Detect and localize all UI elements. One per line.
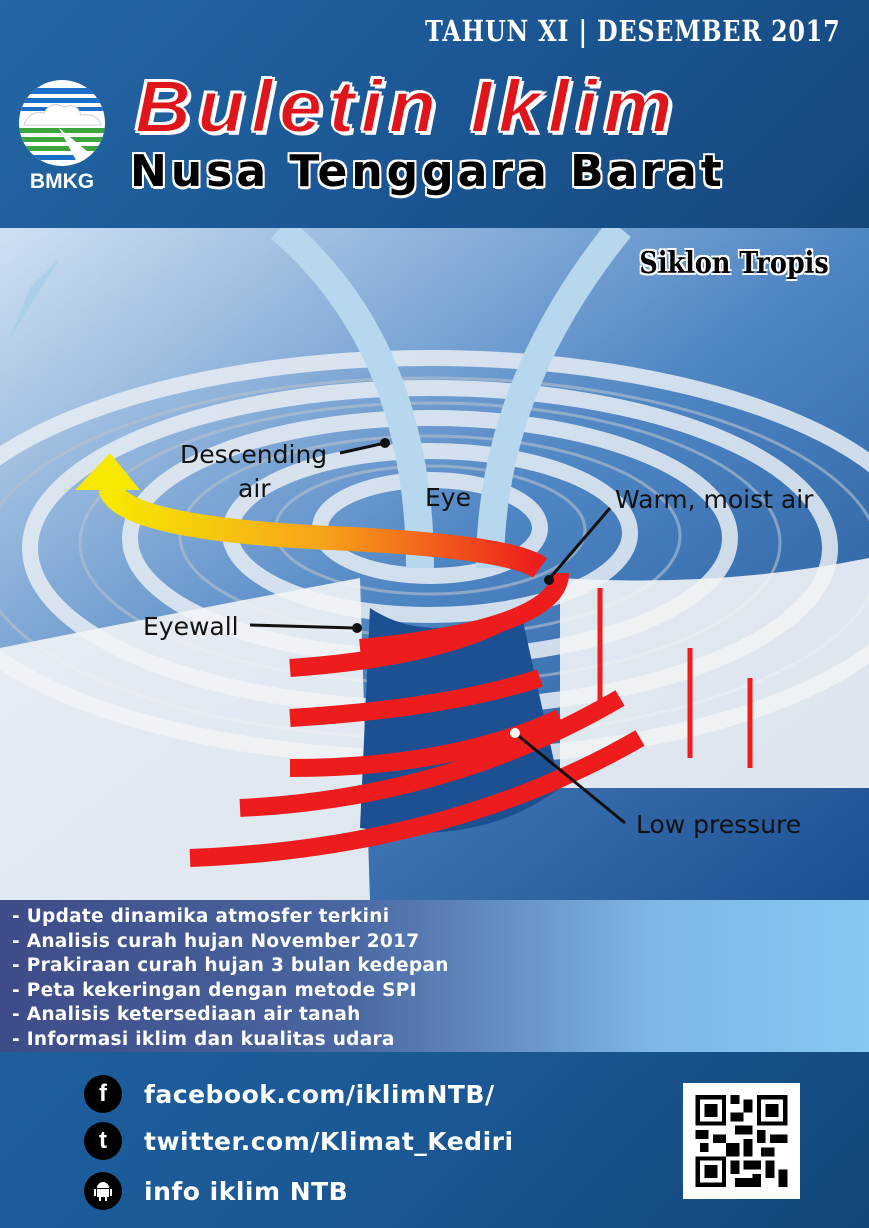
contents-item: - Update dinamika atmosfer terkini — [12, 906, 390, 927]
facebook-url[interactable]: facebook.com/iklimNTB/ — [144, 1079, 495, 1109]
facebook-link[interactable]: f facebook.com/iklimNTB/ — [84, 1075, 495, 1113]
label-eye: Eye — [425, 483, 471, 512]
header: TAHUN XI | DESEMBER 2017 BMKG Buletin Ik… — [0, 0, 869, 228]
facebook-icon: f — [84, 1075, 122, 1113]
logo-text: BMKG — [29, 170, 95, 193]
app-name[interactable]: info iklim NTB — [144, 1176, 349, 1206]
contents-item: - Analisis ketersediaan air tanah — [12, 1004, 361, 1025]
label-descending-air: Descending — [180, 440, 328, 469]
qr-code[interactable] — [683, 1083, 800, 1199]
bulletin-subtitle: Nusa Tenggara Barat — [130, 146, 726, 197]
contents-list: - Update dinamika atmosfer terkini - Ana… — [0, 900, 869, 1052]
contents-item: - Prakiraan curah hujan 3 bulan kedepan — [12, 955, 449, 976]
label-descending-air-2: air — [238, 474, 271, 503]
android-icon — [84, 1172, 122, 1210]
contents-item: - Analisis curah hujan November 2017 — [12, 930, 420, 952]
label-eyewall: Eyewall — [143, 612, 239, 641]
twitter-icon: t — [84, 1122, 122, 1160]
edition-label: TAHUN XI | DESEMBER 2017 — [425, 14, 841, 48]
contents-item: - Informasi iklim dan kualitas udara — [12, 1028, 395, 1050]
bmkg-logo: BMKG — [16, 80, 108, 196]
contents-item: - Peta kekeringan dengan metode SPI — [12, 979, 417, 1001]
topic-title: Siklon Tropis — [639, 246, 829, 281]
cyclone-diagram — [0, 228, 869, 900]
android-app-link[interactable]: info iklim NTB — [84, 1172, 348, 1210]
twitter-url[interactable]: twitter.com/Klimat_Kediri — [144, 1126, 514, 1156]
label-warm-moist-air: Warm, moist air — [615, 485, 814, 514]
bulletin-title: Buletin Iklim — [134, 64, 679, 149]
twitter-link[interactable]: t twitter.com/Klimat_Kediri — [84, 1122, 514, 1160]
label-low-pressure: Low pressure — [636, 810, 802, 839]
